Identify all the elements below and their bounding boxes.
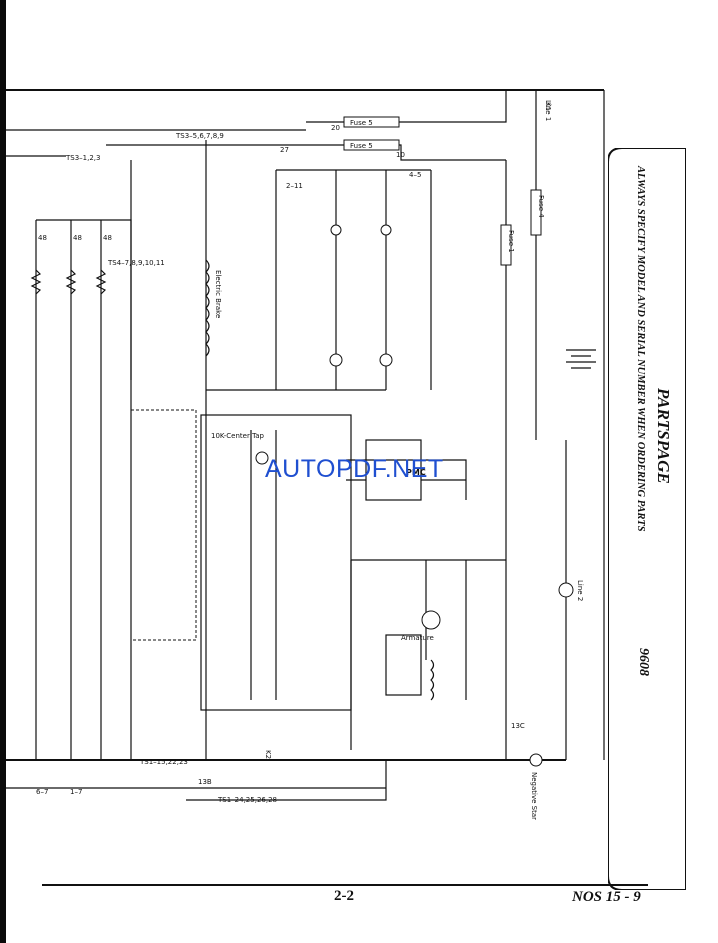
- svg-text:48: 48: [73, 234, 82, 242]
- drive-pot-label: 10K-Center Tap: [211, 432, 264, 440]
- k2-label: K2: [264, 750, 272, 759]
- svg-text:20: 20: [331, 124, 340, 132]
- partspage-brand: PARTSPAGE: [654, 387, 673, 484]
- document-reference: NOS 15 - 9: [572, 889, 641, 905]
- svg-text:13B: 13B: [198, 778, 212, 786]
- ts1-bottom2-label: TS1–24,25,26,28: [217, 796, 277, 804]
- svg-text:10: 10: [396, 151, 405, 159]
- pmc-label: PMC: [406, 468, 426, 477]
- ts4-label: TS4–7,8,9,10,11: [107, 259, 165, 267]
- ts1-bottom1-label: TS1–15,22,23: [139, 758, 188, 766]
- line2-label: Line 2: [576, 580, 584, 601]
- wiring-schematic: Fuse 5 Fuse 5 TS3–5,6,7,8,9 TS3–1,2,3 20…: [6, 89, 605, 820]
- line1-label: Line 1: [544, 100, 552, 121]
- fuse5-label-b: Fuse 5: [350, 142, 373, 150]
- svg-text:4–5: 4–5: [409, 171, 421, 179]
- electric-brake-label: Electric Brake: [214, 270, 222, 318]
- page-number: 2-2: [334, 888, 354, 904]
- ts3-left-label: TS3–1,2,3: [65, 154, 100, 162]
- svg-text:6–7: 6–7: [36, 788, 48, 796]
- watermark-text: AUTOPDF.NET: [265, 455, 444, 483]
- fuse5-label-a: Fuse 5: [350, 119, 373, 127]
- fuse1-label: Fuse 1: [507, 230, 515, 253]
- svg-text:13C: 13C: [511, 722, 525, 730]
- armature-label: Armature: [401, 634, 434, 642]
- svg-text:48: 48: [103, 234, 112, 242]
- k1-label: K1: [544, 102, 552, 111]
- footer-divider: [42, 884, 648, 886]
- negative-standoff-label: Negative Standoff: [530, 772, 538, 820]
- svg-text:48: 48: [38, 234, 47, 242]
- svg-text:27: 27: [280, 146, 289, 154]
- ordering-notice: ALWAYS SPECIFY MODEL AND SERIAL NUMBER W…: [635, 165, 646, 532]
- page-edge-shadow: [0, 0, 6, 943]
- svg-text:2–11: 2–11: [286, 182, 303, 190]
- partspage-banner: PARTSPAGE ALWAYS SPECIFY MODEL AND SERIA…: [608, 148, 686, 890]
- model-code: 9608: [636, 648, 651, 676]
- svg-text:1–7: 1–7: [70, 788, 82, 796]
- ts3-top-label: TS3–5,6,7,8,9: [175, 132, 224, 140]
- fuse4-label: Fuse 4: [537, 195, 545, 218]
